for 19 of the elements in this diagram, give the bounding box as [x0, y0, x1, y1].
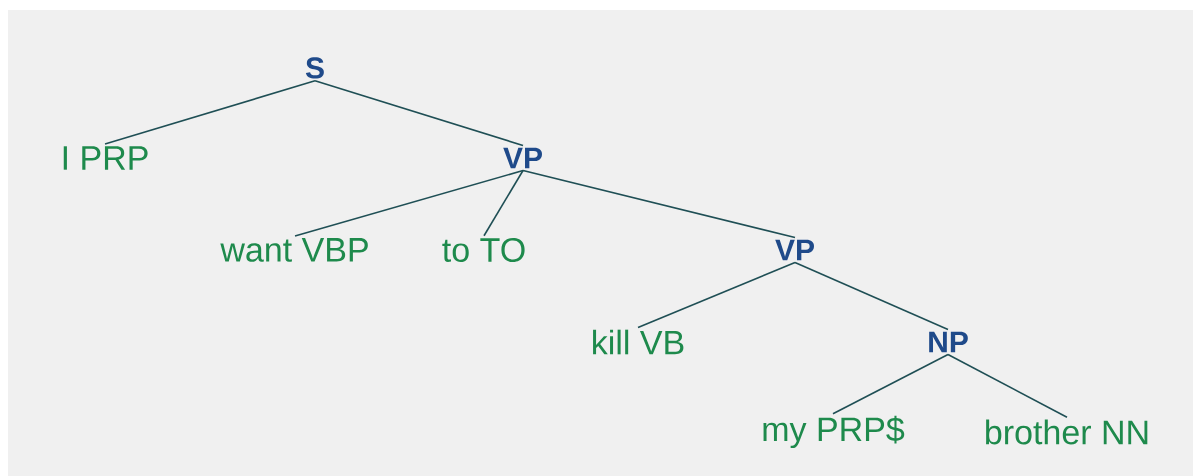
tree-branch: [314, 80, 524, 147]
tree-branch: [637, 261, 796, 329]
tree-branch: [794, 261, 949, 331]
word-label: want VBP: [220, 238, 368, 262]
phrase-label: S: [305, 57, 324, 79]
tree-branch: [104, 80, 316, 145]
word-label: brother NN: [986, 419, 1148, 445]
word-label: my PRP$: [763, 415, 905, 449]
word-label: kill VB: [593, 329, 684, 355]
phrase-label: VP: [775, 239, 814, 261]
phrase-label: VP: [503, 147, 542, 169]
tree-branch: [294, 169, 524, 237]
tree-branch: [947, 353, 1068, 419]
tree-branch: [832, 353, 949, 415]
tree-branch: [522, 169, 796, 239]
tree-branch: [483, 169, 524, 237]
word-label: I PRP: [63, 146, 148, 170]
phrase-label: NP: [929, 331, 968, 353]
word-label: to TO: [442, 237, 525, 262]
